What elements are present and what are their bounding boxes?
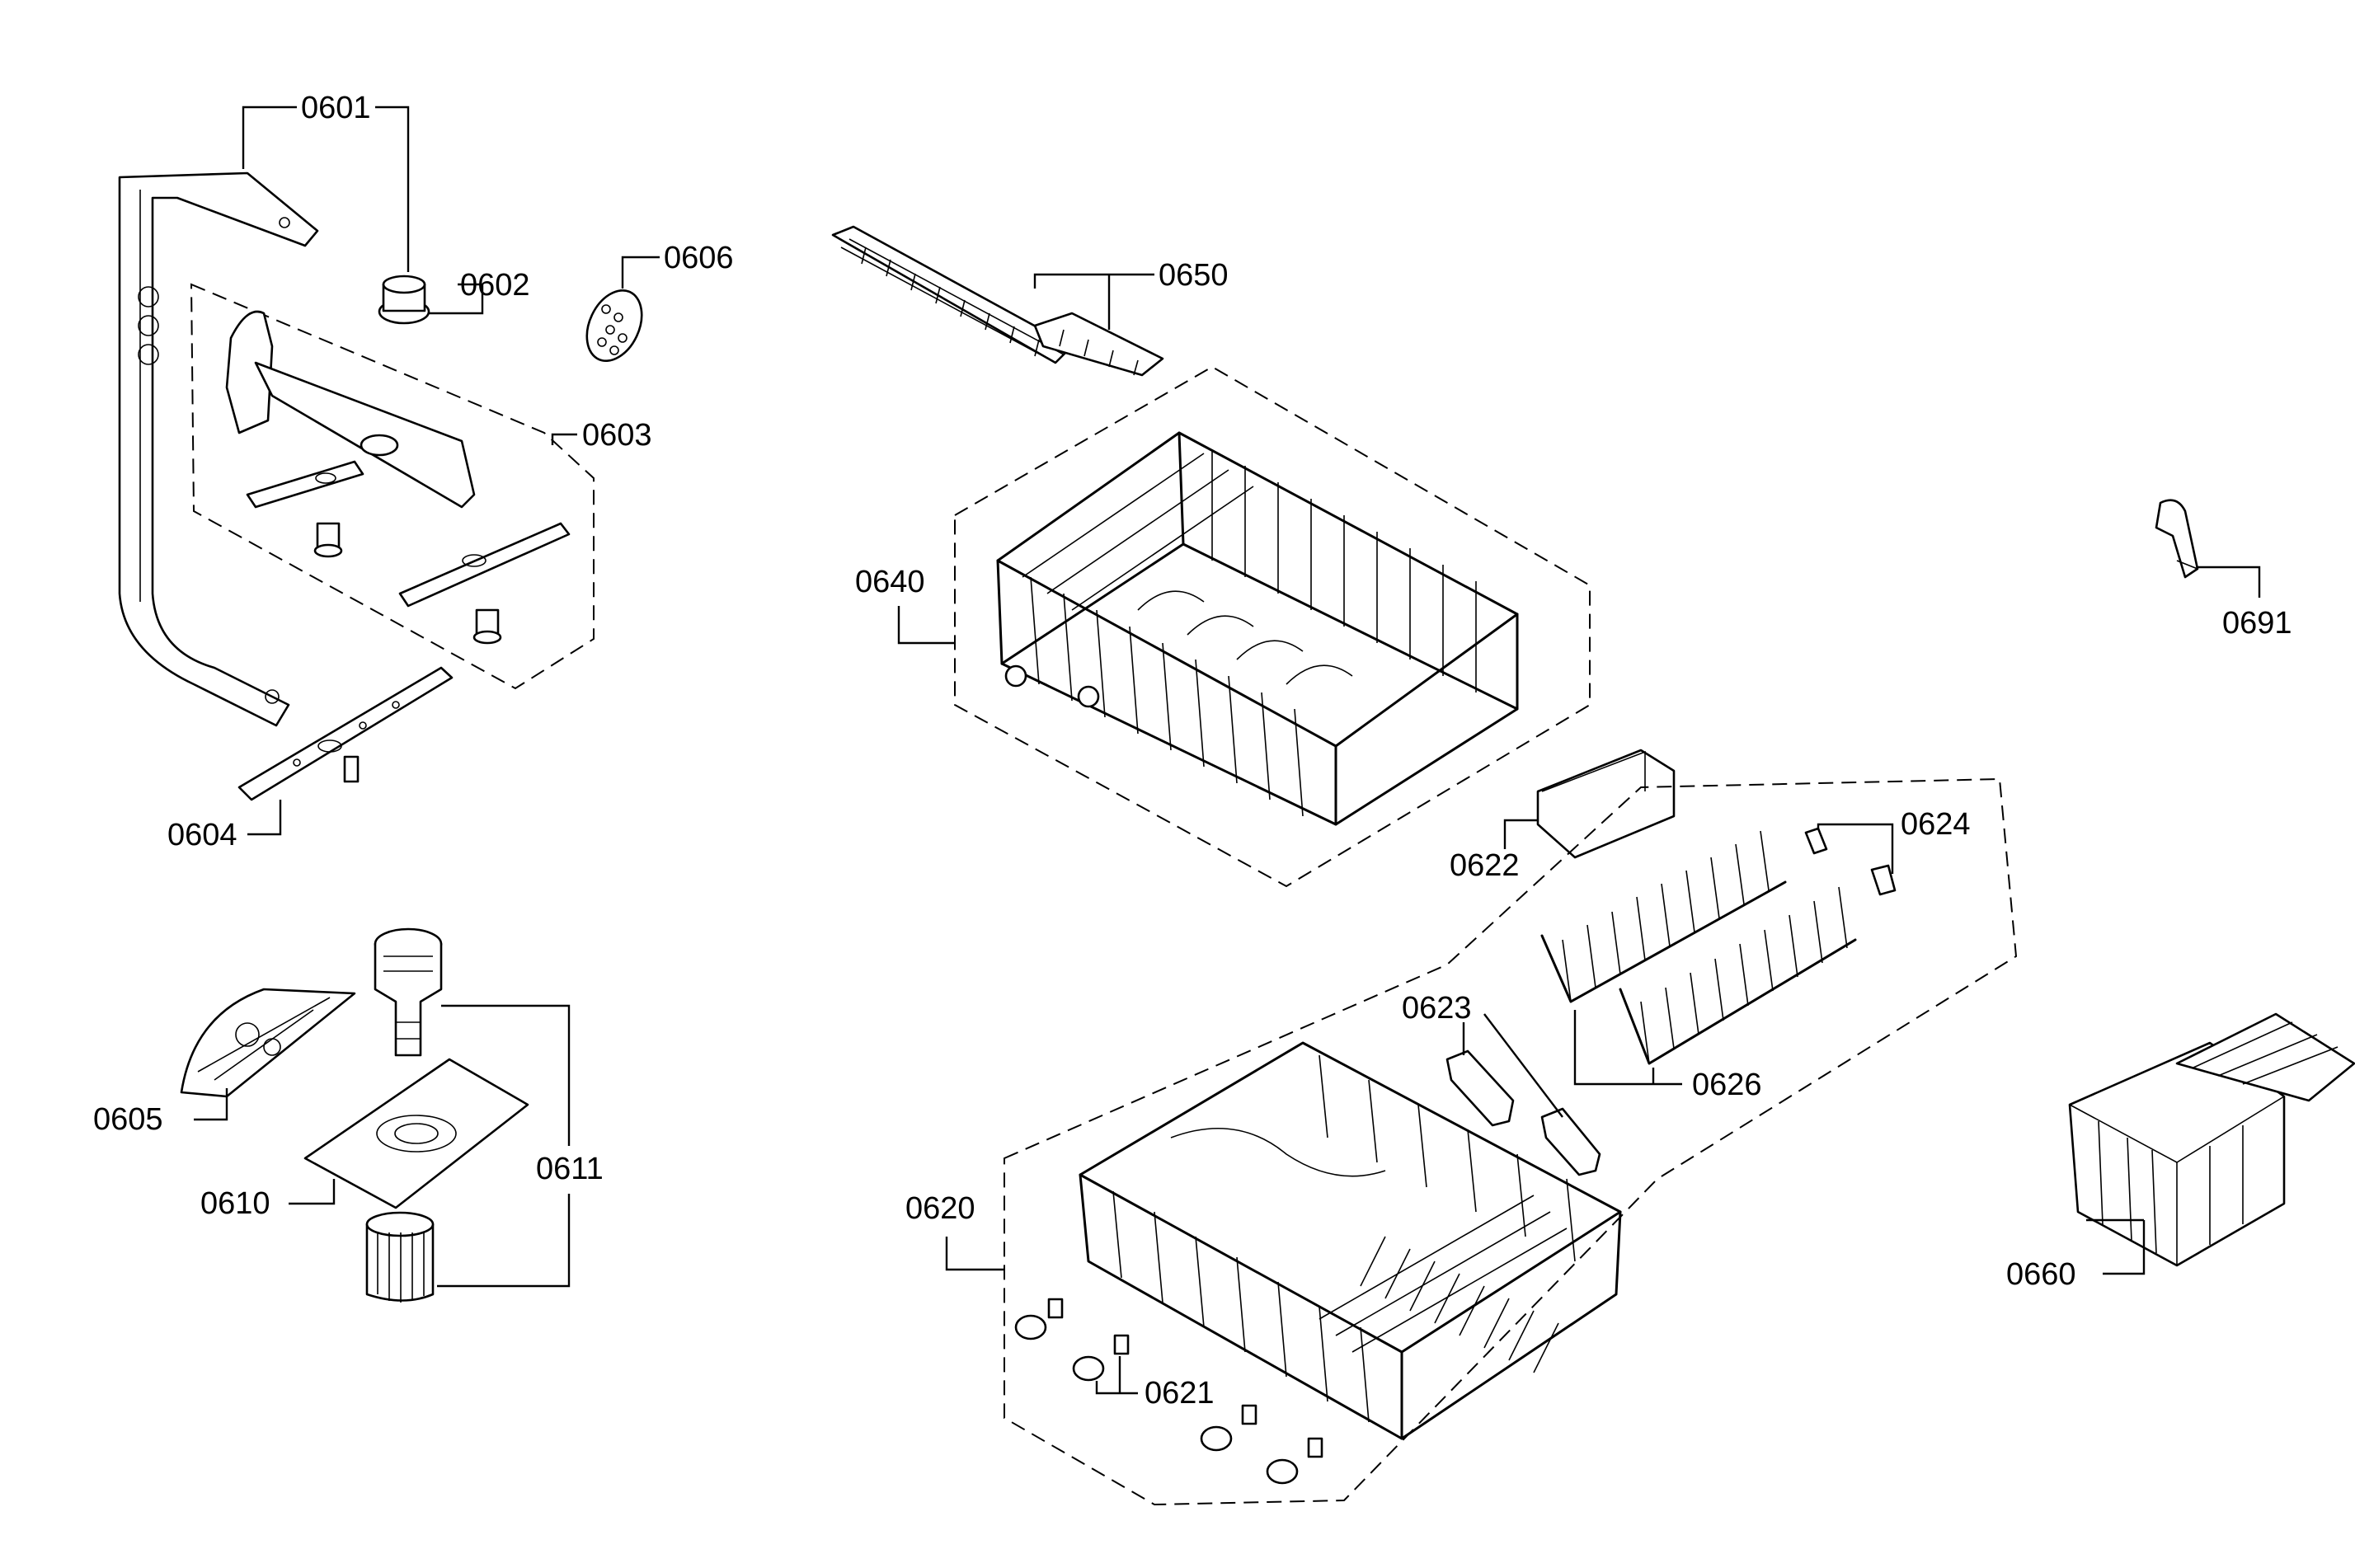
- label-0602: 0602: [460, 268, 530, 303]
- label-0606: 0606: [664, 241, 734, 275]
- label-0620: 0620: [905, 1191, 975, 1226]
- label-0624: 0624: [1901, 807, 1971, 842]
- part-0623-clips: [1445, 1049, 1601, 1176]
- leader-0622: [1503, 819, 1538, 849]
- part-0622-holder: [1536, 749, 1676, 859]
- leader-0601b: [375, 106, 410, 272]
- label-0611: 0611: [536, 1152, 604, 1186]
- part-0691-clip: [2155, 499, 2199, 579]
- label-0691: 0691: [2222, 606, 2292, 641]
- part-0640-upper-basket: [996, 431, 1519, 826]
- part-0603-spray-arm-assembly: [225, 310, 571, 645]
- leader-0660b: [2103, 1220, 2146, 1275]
- part-0606-spray-disc: [585, 289, 643, 363]
- label-0621: 0621: [1145, 1376, 1215, 1411]
- part-0624-clips: [1804, 827, 1897, 896]
- group-0640: [954, 365, 1591, 888]
- label-0622: 0622: [1450, 848, 1520, 883]
- leader-0691: [2198, 566, 2261, 598]
- label-0601: 0601: [301, 91, 371, 125]
- leader-0610: [289, 1179, 336, 1205]
- label-0610: 0610: [200, 1186, 270, 1221]
- leader-0604: [247, 800, 282, 836]
- part-0604-spray-arm: [237, 666, 454, 801]
- part-0605-filter-cover: [180, 988, 356, 1098]
- group-0620: [1004, 777, 2018, 1506]
- leader-0605: [194, 1088, 228, 1121]
- label-0626: 0626: [1692, 1068, 1762, 1102]
- label-0650: 0650: [1159, 258, 1229, 293]
- part-0621-wheels: [1014, 1298, 1323, 1485]
- leader-0621: [1095, 1381, 1138, 1395]
- part-0660-cutlery-basket: [2068, 1012, 2355, 1267]
- part-0620-lower-basket: [1079, 1041, 1622, 1440]
- group-0603: [190, 283, 595, 690]
- leader-0626: [1573, 1010, 1682, 1086]
- leader-0624: [1817, 823, 1894, 874]
- leader-0640: [897, 606, 955, 645]
- leader-0620: [945, 1237, 1004, 1271]
- leader-0603: [551, 433, 577, 445]
- leader-0606: [621, 256, 660, 289]
- leader-0650: [1033, 273, 1154, 289]
- part-0602-nozzle: [378, 275, 430, 325]
- label-0603: 0603: [582, 418, 652, 453]
- label-0640: 0640: [855, 565, 925, 599]
- leader-0611: [441, 1004, 571, 1146]
- part-0601-spray-pipe: [118, 171, 319, 727]
- label-0604: 0604: [167, 818, 237, 852]
- leader-0601: [242, 106, 297, 169]
- part-0611-filter-assembly: [365, 927, 443, 1303]
- part-0610-filter-plate: [303, 1058, 529, 1209]
- label-0660: 0660: [2006, 1257, 2076, 1292]
- leader-0623b: [1483, 1013, 1563, 1118]
- leader-0611b: [437, 1194, 571, 1288]
- part-0650-cup-shelf: [831, 225, 1164, 377]
- label-0623: 0623: [1402, 991, 1472, 1026]
- part-0626-tine-racks: [1540, 830, 1857, 1065]
- leader-0602: [429, 283, 484, 315]
- label-0605: 0605: [93, 1102, 163, 1137]
